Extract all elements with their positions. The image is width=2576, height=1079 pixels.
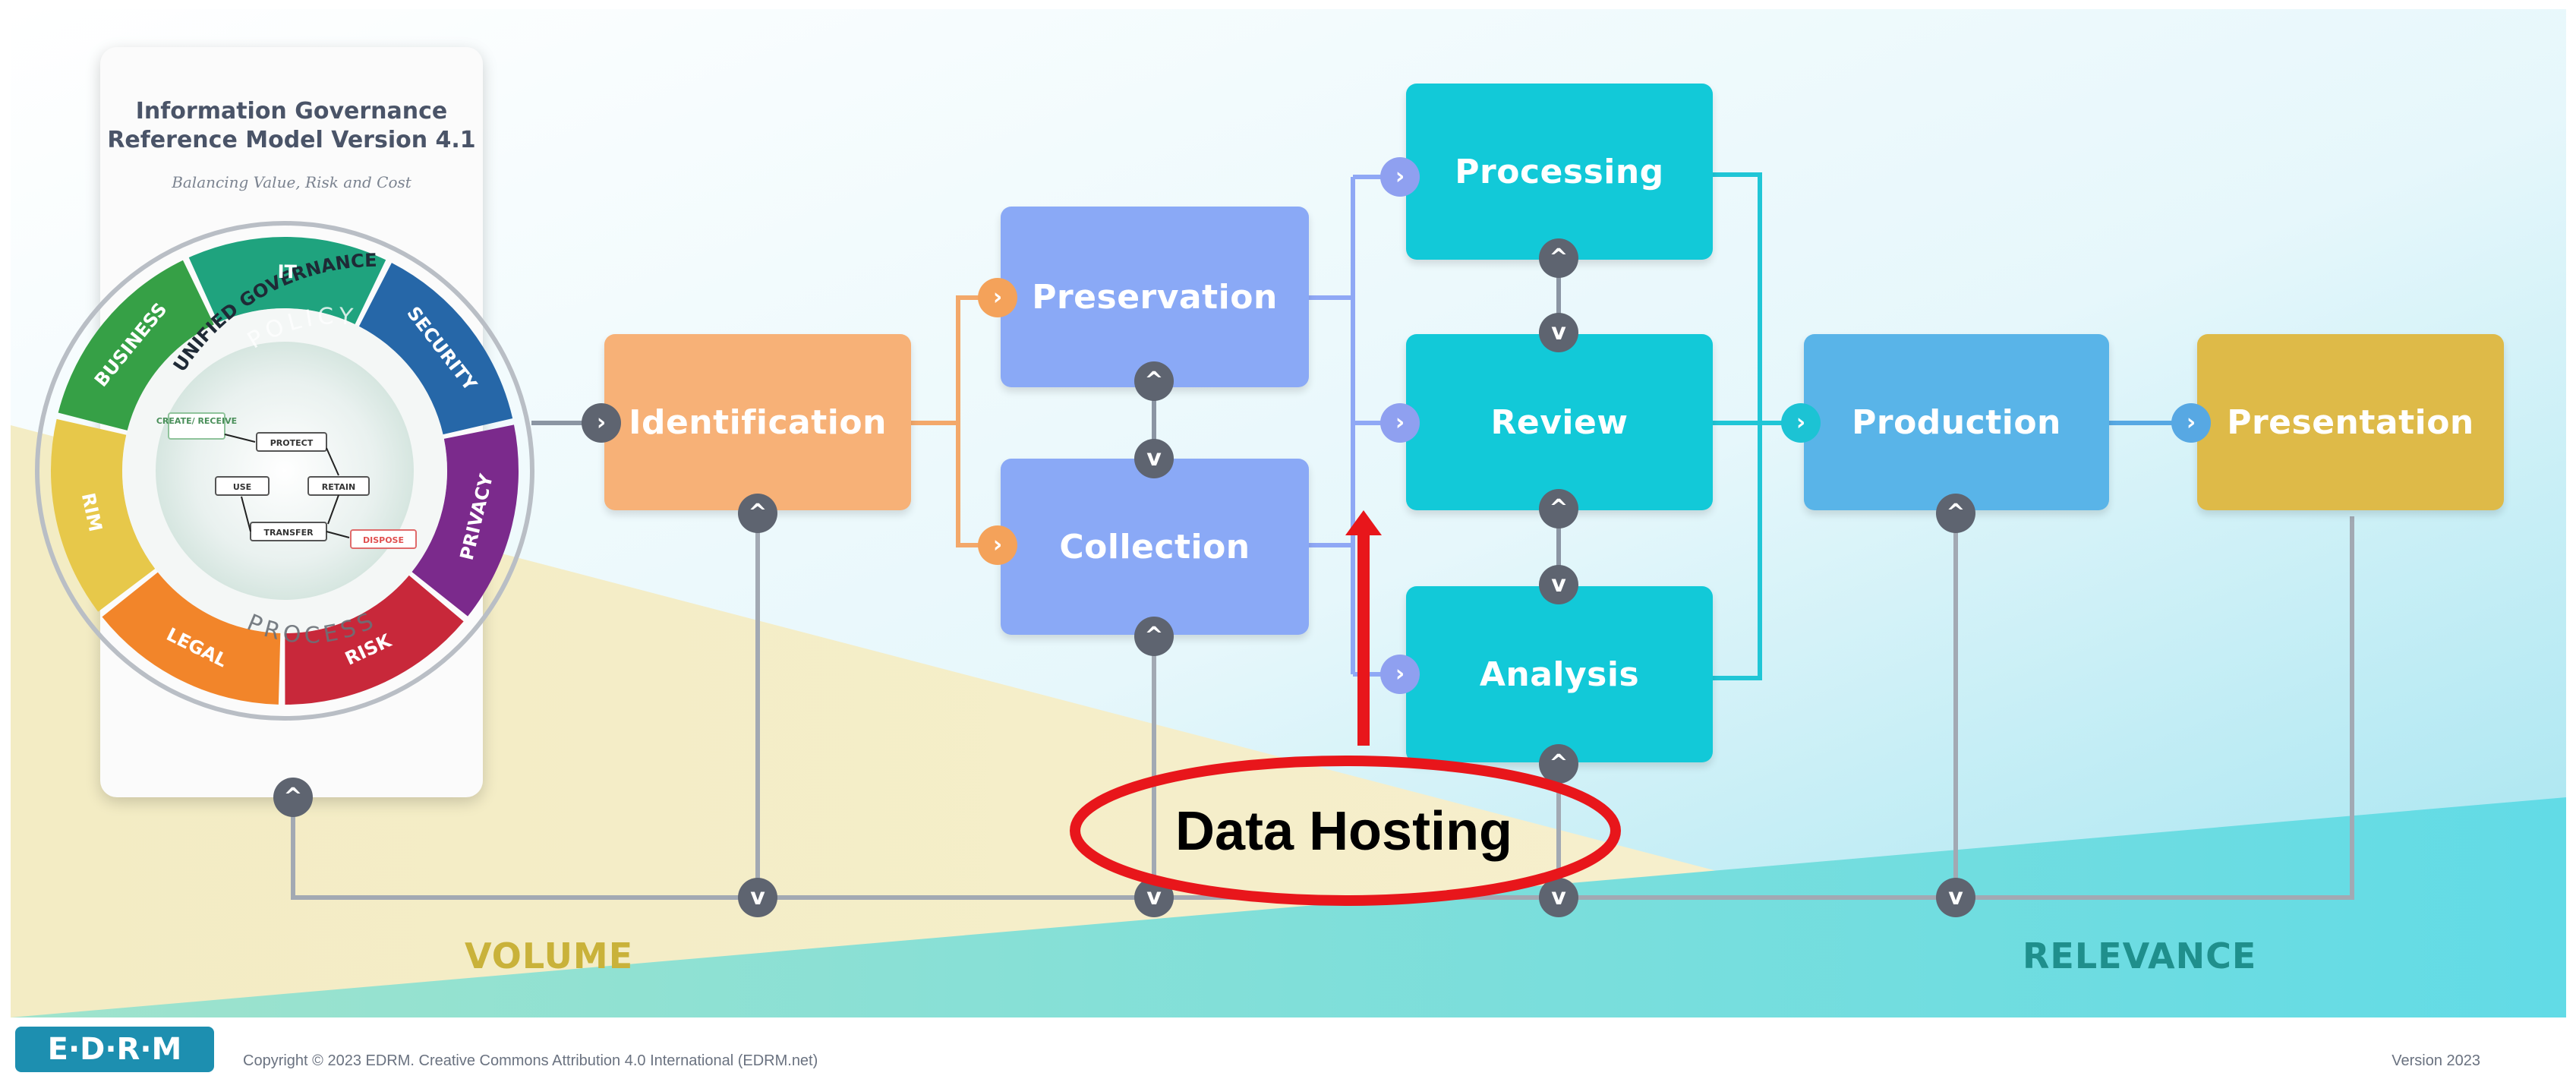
lifecycle-protect: PROTECT <box>270 438 314 448</box>
chevron-glyph: ^ <box>1144 623 1164 649</box>
chevron-glyph: › <box>1395 409 1405 436</box>
stage-presentation[interactable]: Presentation <box>2197 334 2504 510</box>
stage-identification-label: Identification <box>629 402 887 442</box>
chevron-up-icon[interactable]: ^ <box>738 494 777 533</box>
chevron-right-icon[interactable]: › <box>1380 403 1420 443</box>
chevron-up-icon[interactable]: ^ <box>1539 744 1578 784</box>
chevron-up-icon[interactable]: ^ <box>1134 617 1174 656</box>
chevron-glyph: › <box>1796 409 1806 436</box>
segment-security <box>358 263 513 435</box>
chevron-glyph: › <box>992 532 1003 558</box>
lifecycle-create: CREATE/ RECEIVE <box>156 416 237 426</box>
chevron-glyph: ^ <box>748 500 768 526</box>
segment-legal <box>102 572 281 705</box>
segment-risk <box>285 575 464 705</box>
chevron-up-icon[interactable]: ^ <box>1936 494 1975 533</box>
version-text: Version 2023 <box>2392 1052 2480 1069</box>
segment-it <box>188 236 386 325</box>
segment-business <box>58 260 214 431</box>
chevron-right-icon[interactable]: › <box>2171 403 2211 443</box>
chevron-glyph: › <box>1395 661 1405 687</box>
wheel-outer-ring <box>35 221 534 721</box>
chevron-right-icon[interactable]: › <box>1380 157 1420 197</box>
stage-production[interactable]: Production <box>1804 334 2109 510</box>
stage-processing-label: Processing <box>1455 152 1664 191</box>
stage-analysis-label: Analysis <box>1479 655 1640 694</box>
chevron-down-icon[interactable]: v <box>1539 878 1578 917</box>
stage-identification[interactable]: Identification <box>604 334 911 510</box>
chevron-glyph: › <box>2186 409 2196 436</box>
stage-analysis[interactable]: Analysis <box>1406 586 1713 762</box>
segment-privacy <box>411 424 519 617</box>
stage-collection-label: Collection <box>1059 527 1250 566</box>
chevron-glyph: ^ <box>1144 368 1164 394</box>
chevron-glyph: v <box>1551 319 1566 345</box>
chevron-glyph: v <box>1948 884 1963 910</box>
relevance-label: RELEVANCE <box>2023 935 2257 976</box>
chevron-glyph: › <box>596 409 607 436</box>
lifecycle-transfer: TRANSFER <box>263 528 314 538</box>
chevron-down-icon[interactable]: v <box>1134 439 1174 478</box>
stage-presentation-label: Presentation <box>2227 402 2474 442</box>
edrm-logo: E·D·R·M <box>15 1027 214 1072</box>
lifecycle-diagram: CREATE/ RECEIVE PROTECT USE RETAIN TRANS… <box>156 412 417 549</box>
ig-model-subtitle: Balancing Value, Risk and Cost <box>172 173 411 191</box>
chevron-down-icon[interactable]: v <box>1936 878 1975 917</box>
chevron-up-icon[interactable]: ^ <box>1539 489 1578 528</box>
chevron-glyph: v <box>1146 445 1162 472</box>
chevron-glyph: ^ <box>1946 500 1966 526</box>
stage-processing[interactable]: Processing <box>1406 84 1713 260</box>
chevron-glyph: ^ <box>1549 750 1569 777</box>
volume-label: VOLUME <box>465 935 634 976</box>
ig-title-line2: Reference Model Version 4.1 <box>107 127 476 153</box>
lifecycle-dispose: DISPOSE <box>363 535 404 545</box>
ig-title-line1: Information Governance <box>135 98 448 125</box>
chevron-up-icon[interactable]: ^ <box>273 778 313 817</box>
chevron-glyph: v <box>1551 884 1566 910</box>
chevron-down-icon[interactable]: v <box>1539 565 1578 604</box>
chevron-up-icon[interactable]: ^ <box>1134 361 1174 401</box>
copyright-text: Copyright © 2023 EDRM. Creative Commons … <box>243 1052 818 1069</box>
ig-model-title: Information Governance Reference Model V… <box>100 97 483 155</box>
stage-preservation-label: Preservation <box>1032 277 1278 317</box>
chevron-glyph: ^ <box>1549 245 1569 271</box>
chevron-glyph: v <box>1146 884 1162 910</box>
segment-label-it: IT <box>277 261 297 282</box>
chevron-glyph: › <box>992 284 1003 311</box>
chevron-up-icon[interactable]: ^ <box>1539 238 1578 278</box>
annotation-arrowhead <box>1345 510 1382 535</box>
stage-review-label: Review <box>1490 402 1629 442</box>
chevron-down-icon[interactable]: v <box>1134 878 1174 917</box>
wheel-segments <box>50 236 519 705</box>
chevron-glyph: ^ <box>283 784 303 810</box>
data-hosting-label: Data Hosting <box>1175 801 1513 862</box>
stage-production-label: Production <box>1852 402 2061 442</box>
stage-review[interactable]: Review <box>1406 334 1713 510</box>
stage-preservation[interactable]: Preservation <box>1001 207 1309 387</box>
annotation-ellipse <box>1070 756 1621 906</box>
stage-collection[interactable]: Collection <box>1001 459 1309 635</box>
chevron-down-icon[interactable]: v <box>1539 313 1578 352</box>
footer <box>0 1017 2576 1079</box>
chevron-right-icon[interactable]: › <box>978 278 1017 317</box>
chevron-right-icon[interactable]: › <box>582 403 621 443</box>
wheel-center <box>156 342 414 600</box>
lifecycle-retain: RETAIN <box>322 482 355 492</box>
lifecycle-use: USE <box>233 482 251 492</box>
chevron-glyph: v <box>750 884 765 910</box>
segment-rim <box>50 418 156 612</box>
chevron-glyph: › <box>1395 163 1405 190</box>
chevron-right-icon[interactable]: › <box>1380 655 1420 694</box>
chevron-glyph: ^ <box>1549 495 1569 522</box>
chevron-glyph: v <box>1551 571 1566 598</box>
chevron-right-icon[interactable]: › <box>1781 403 1821 443</box>
chevron-right-icon[interactable]: › <box>978 525 1017 565</box>
chevron-down-icon[interactable]: v <box>738 878 777 917</box>
